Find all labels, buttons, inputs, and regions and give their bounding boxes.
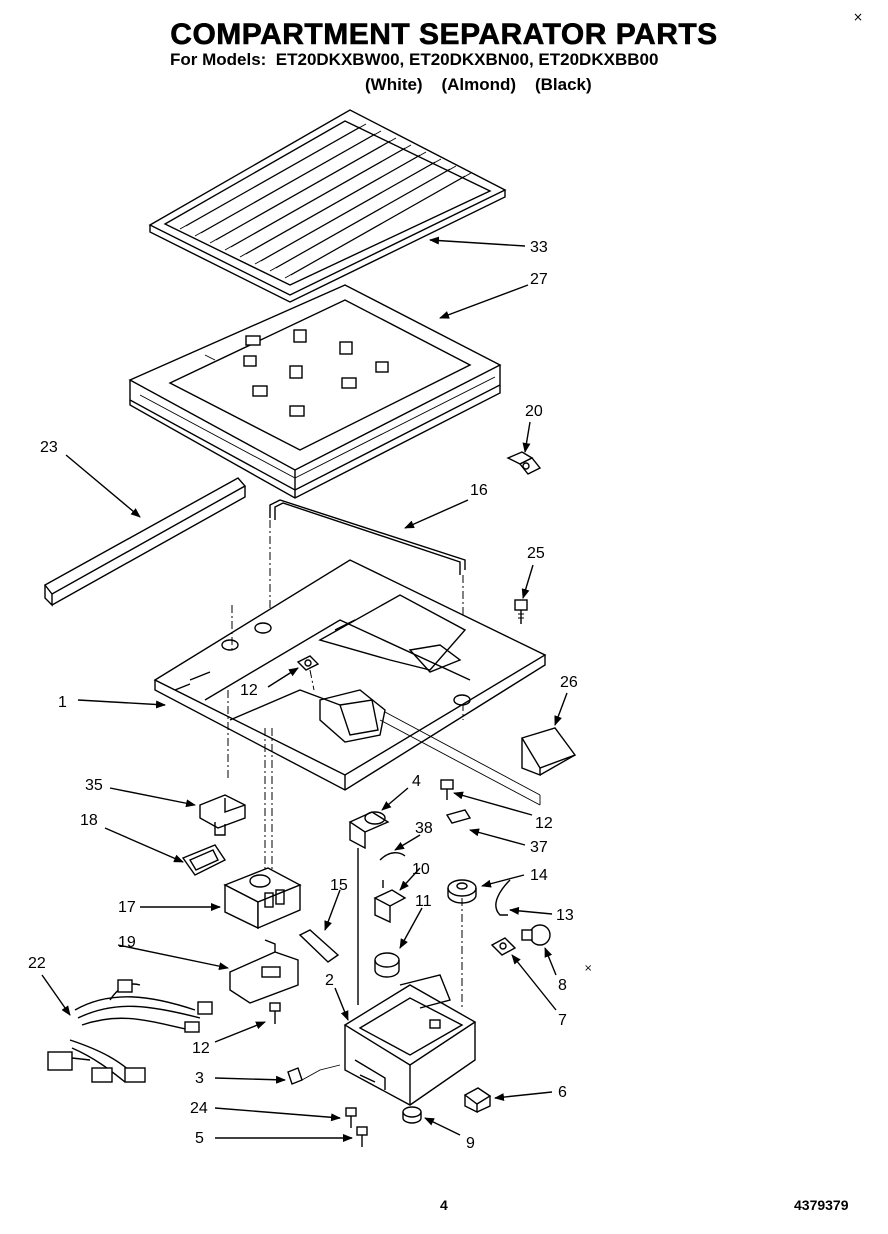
callout-3: 3 <box>195 1070 204 1087</box>
callout-16: 16 <box>470 482 488 499</box>
page-number: 4 <box>440 1197 448 1213</box>
part-25-screw <box>514 599 528 624</box>
callout-23: 23 <box>40 439 58 456</box>
part-38-clip <box>379 852 406 861</box>
part-13-lead <box>495 879 511 916</box>
callout-20: 20 <box>525 403 543 420</box>
callout-12-upper: 12 <box>240 682 258 699</box>
callout-2: 2 <box>325 972 334 989</box>
part-14-socket <box>447 879 477 1010</box>
models-line: For Models: ET20DKXBW00, ET20DKXBN00, ET… <box>170 50 659 69</box>
part-9-nut <box>402 1106 422 1124</box>
part-6-connector <box>463 1087 492 1114</box>
leader-lines <box>41 236 568 1142</box>
part-8-bulb <box>521 924 551 946</box>
callout-27: 27 <box>530 271 548 288</box>
page-title: COMPARTMENT SEPARATOR PARTS <box>170 18 718 52</box>
callout-14: 14 <box>530 867 548 884</box>
callout-19: 19 <box>118 934 136 951</box>
callout-12-lower: 12 <box>192 1040 210 1057</box>
part-37-tape <box>445 809 472 824</box>
part-12-screw-upper <box>296 655 320 691</box>
callout-22: 22 <box>28 955 46 972</box>
callout-33: 33 <box>530 239 548 256</box>
callout-17: 17 <box>118 899 136 916</box>
part-12-screw-right <box>440 779 454 800</box>
part-24-screw <box>345 1107 357 1128</box>
color-variants-line: (White) (Almond) (Black) <box>365 75 592 94</box>
part-1-separator <box>153 559 547 880</box>
part-7-holder <box>490 937 517 956</box>
part-26-cover <box>520 727 577 777</box>
part-12-screw-lower <box>269 1002 281 1024</box>
part-4-thermostat <box>348 811 390 1005</box>
callout-4: 4 <box>412 773 421 790</box>
part-27-frame <box>128 284 502 499</box>
document-code: 4379379 <box>794 1197 849 1213</box>
callout-12-right: 12 <box>535 815 553 832</box>
callout-7: 7 <box>558 1012 567 1029</box>
callout-10: 10 <box>412 861 430 878</box>
part-22-harness <box>47 979 213 1083</box>
callout-13: 13 <box>556 907 574 924</box>
part-15-tube <box>298 929 340 963</box>
part-35-bracket <box>199 794 246 836</box>
callout-labels: 33 27 20 23 16 25 12 1 26 35 4 12 18 38 … <box>28 239 578 1152</box>
part-33-grille <box>148 109 507 303</box>
stray-mark: × <box>584 963 593 974</box>
callout-6: 6 <box>558 1084 567 1101</box>
callout-38: 38 <box>415 820 433 837</box>
part-19-plate <box>229 939 299 1004</box>
part-3-clip <box>287 1064 341 1085</box>
callout-8: 8 <box>558 977 567 994</box>
part-5-screw <box>356 1126 368 1147</box>
part-18-gasket <box>181 844 227 876</box>
part-2-housing <box>343 974 477 1106</box>
callout-25: 25 <box>527 545 545 562</box>
callout-35: 35 <box>85 777 103 794</box>
callout-1: 1 <box>58 694 67 711</box>
corner-mark: × <box>853 10 864 24</box>
callout-15: 15 <box>330 877 348 894</box>
part-20-clip <box>506 451 542 475</box>
callout-18: 18 <box>80 812 98 829</box>
callout-37: 37 <box>530 839 548 856</box>
part-10-switch <box>373 880 407 924</box>
part-17-control-housing <box>223 867 302 930</box>
part-23-strip <box>43 477 247 607</box>
callout-9: 9 <box>466 1135 475 1152</box>
callout-5: 5 <box>195 1130 204 1147</box>
callout-24: 24 <box>190 1100 208 1117</box>
part-11-knob <box>374 952 400 978</box>
callout-11: 11 <box>415 893 432 910</box>
callout-26: 26 <box>560 674 578 691</box>
